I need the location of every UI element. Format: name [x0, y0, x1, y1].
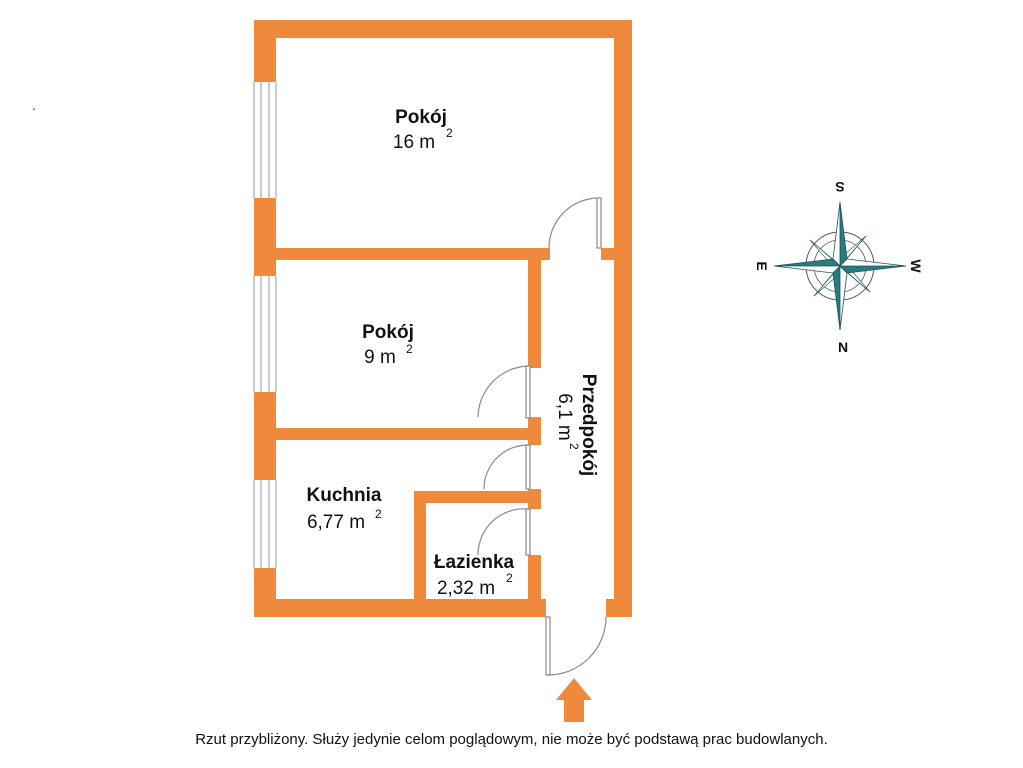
window-small-room — [253, 276, 277, 392]
room-area: 2,32 m — [437, 578, 495, 599]
compass-rose-icon — [773, 201, 907, 331]
room-name: Pokój — [362, 322, 414, 343]
area-superscript: 2 — [406, 342, 413, 356]
room-label-pokoj-large: Pokój 16 m 2 — [393, 107, 453, 153]
door-bathroom — [477, 508, 531, 556]
room-area: 6,77 m — [307, 512, 365, 533]
door-entrance — [545, 616, 607, 676]
corner-dot: . — [32, 97, 36, 113]
room-label-kuchnia: Kuchnia 6,77 m 2 — [307, 485, 382, 533]
doors — [477, 197, 607, 676]
windows — [253, 82, 277, 568]
entrance-arrow-icon — [556, 678, 592, 722]
area-superscript: 2 — [567, 443, 581, 450]
compass-south-label: S — [835, 179, 844, 195]
door-large-room — [548, 197, 602, 249]
area-superscript: 2 — [446, 126, 453, 140]
door-small-room — [477, 365, 531, 419]
compass-west-label: W — [908, 259, 924, 273]
area-superscript: 2 — [375, 507, 382, 521]
disclaimer-text: Rzut przybliżony. Służy jedynie celom po… — [195, 731, 828, 748]
room-name: Łazienka — [434, 552, 515, 573]
window-kitchen — [253, 480, 277, 568]
room-name: Kuchnia — [307, 485, 382, 506]
room-name: Przedpokój — [578, 374, 599, 476]
room-label-przedpokoj: Przedpokój 6,1 m 2 — [554, 374, 599, 476]
room-area: 6,1 m — [554, 393, 575, 441]
room-label-pokoj-small: Pokój 9 m 2 — [362, 322, 414, 368]
door-kitchen — [483, 444, 531, 490]
compass-north-label: N — [838, 339, 848, 355]
window-large-room — [253, 82, 277, 198]
compass-east-label: E — [754, 261, 770, 270]
room-area: 16 m — [393, 132, 435, 153]
room-name: Pokój — [395, 107, 447, 128]
area-superscript: 2 — [506, 571, 513, 585]
room-area: 9 m — [364, 347, 396, 368]
room-label-lazienka: Łazienka 2,32 m 2 — [434, 552, 515, 599]
